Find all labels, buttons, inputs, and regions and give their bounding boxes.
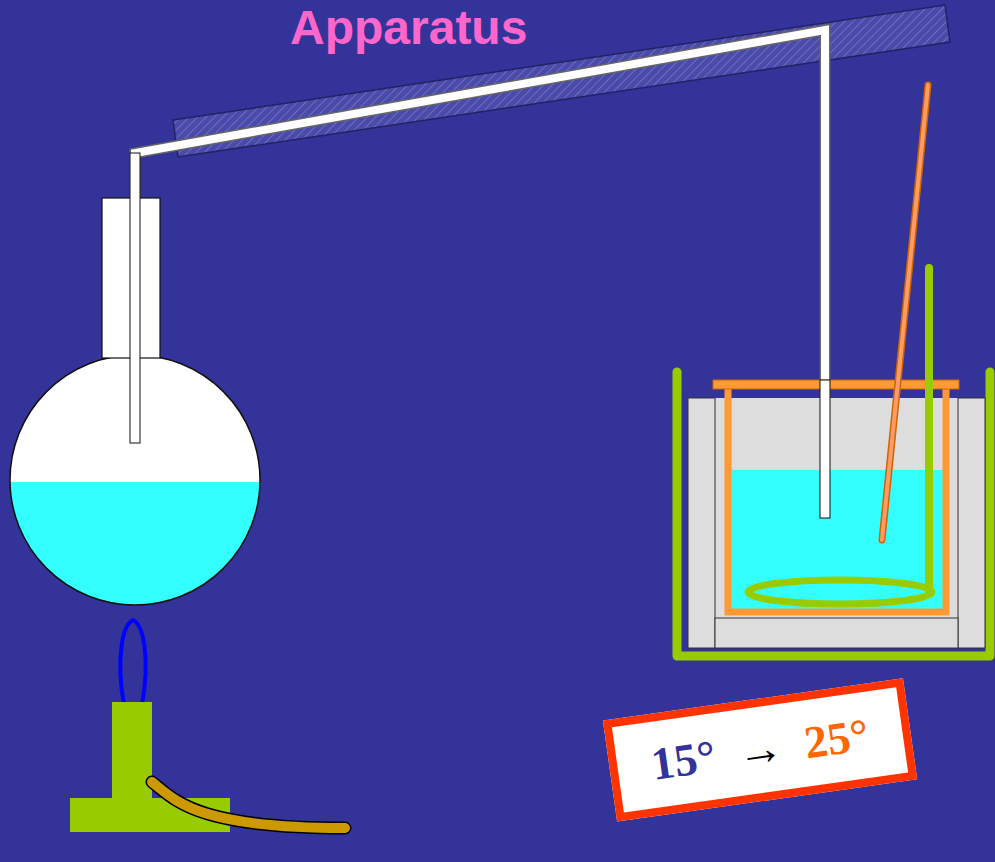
bunsen-burner — [70, 620, 345, 832]
temperature-text: 25° — [801, 712, 871, 767]
round-flask — [0, 153, 270, 612]
temperature-text: 15° — [648, 733, 718, 788]
temperature-box: 15° → 25° — [603, 678, 917, 821]
slide-title: Apparatus — [290, 4, 527, 52]
calorimeter — [677, 85, 990, 656]
temperature-text: → — [734, 724, 786, 776]
